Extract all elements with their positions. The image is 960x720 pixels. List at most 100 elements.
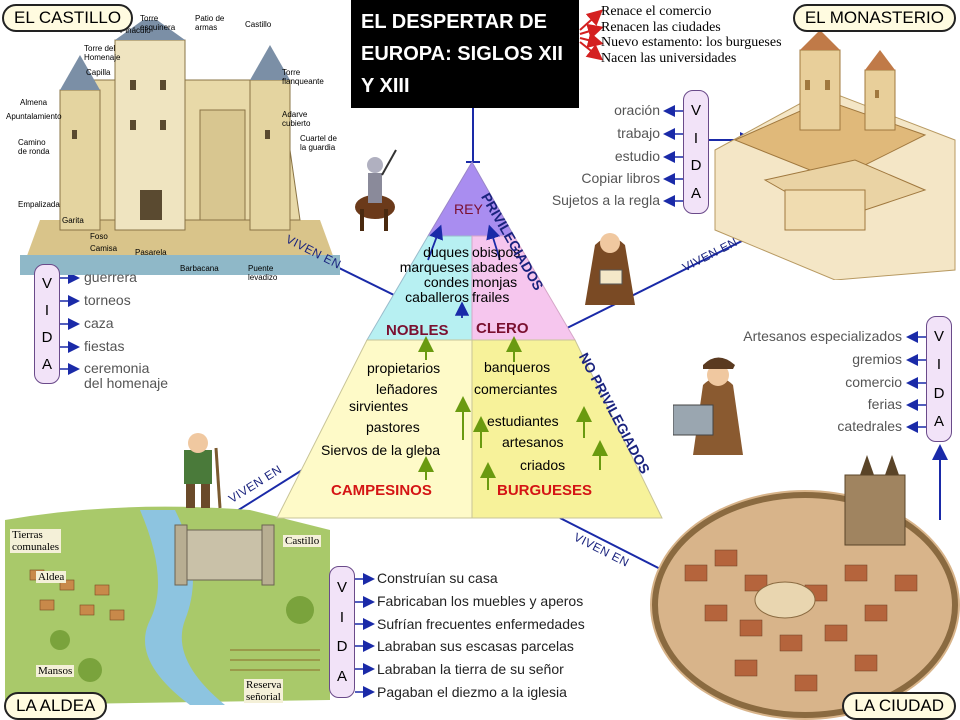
noble-item: marqueses [399,259,469,275]
village-label: Castillo [283,535,322,547]
vida-ciudad: V I D A [926,316,952,442]
vida-monasterio: V I D A [683,90,709,214]
list-item: trabajo [617,125,660,141]
branch-item: Nuevo estamento: los burgueses [601,35,782,50]
vida-letter: V [41,275,52,292]
branch-item: Nacen las universidades [601,50,737,66]
castle-label: Cuartel de la guardia [300,134,337,152]
list-item: Fabricaban los muebles y aperos [377,593,584,609]
castle-label: Castillo [245,20,272,29]
list-item: comercio [845,374,902,390]
vida-letter: A [336,667,347,685]
vida-letter: A [933,412,944,430]
castle-label: Pasarela [135,248,167,257]
list-item: caza [84,315,114,331]
campesino-item: Siervos de la gleba [321,442,441,458]
noble-item: condes [423,274,469,290]
list-item: gremios [852,351,902,367]
vida-letter: D [690,157,702,175]
clero-item: obispos [472,244,521,260]
village-label: Tierras comunales [10,529,62,553]
nobles-label: NOBLES [386,322,449,339]
noble-item: caballeros [405,289,469,305]
vida-aldea: V I D A [329,566,355,698]
castle-label: Camisa [90,244,118,253]
castle-label: Barbacana [180,264,219,273]
list-item: Pagaban el diezmo a la iglesia [377,684,567,700]
list-item: catedrales [837,418,902,434]
scribe-figure [673,357,743,455]
castle-label: Torre del Homenaje [84,44,121,62]
campesino-item: propietarios [367,360,441,376]
list-item: ceremonia [84,360,150,376]
list-item: Sujetos a la regla [551,192,660,208]
castle-illustration [20,20,340,275]
campesino-item: leñadores [376,381,438,397]
clero-item: abades [472,259,518,275]
list-item: Artesanos especializados [743,328,902,344]
campesino-item: pastores [366,419,420,435]
city-illustration [650,455,960,720]
burgues-item: artesanos [502,434,564,450]
clero-item: frailes [472,289,510,305]
noble-item: duques [423,244,469,260]
list-item: fiestas [84,338,125,354]
monastery-illustration [714,30,956,280]
burgueses-label: BURGUESES [497,482,593,499]
burgues-item: comerciantes [474,381,558,397]
nobles-list: duques marqueses condes caballeros [383,245,469,305]
clero-list: obispos abades monjas frailes [472,245,552,305]
castle-label: Pináculo [120,26,151,35]
list-item: guerrera [84,269,137,285]
rey-label: REY [454,201,483,217]
vida-castillo: V I D A [34,264,60,384]
castle-label: Apuntalamiento [6,112,62,121]
vida-letter: A [41,356,52,373]
village-map-illustration [5,506,330,705]
vida-letter: V [933,328,944,346]
peasant-figure [184,433,222,509]
title-branch-list: Renace el comercio Renacen las ciudades … [601,4,782,66]
castle-label: Adarve cubierto [282,110,311,128]
vida-letter: D [41,329,53,346]
pyramid-burgueses [471,339,663,519]
list-item: ferias [867,396,902,412]
list-item: Labraban sus escasas parcelas [377,638,574,654]
castle-label: Camino de ronda [18,138,50,156]
castle-label: Torre flanqueante [282,68,324,86]
vida-letter: A [690,185,701,203]
campesinos-label: CAMPESINOS [331,482,432,499]
list-item: torneos [84,292,131,308]
branch-item: Renace el comercio [601,4,712,19]
clero-item: monjas [472,274,518,290]
list-item: Copiar libros [581,170,660,186]
clero-label: CLERO [476,320,529,337]
list-item: Sufrían frecuentes enfermedades [377,616,585,632]
village-label: Reserva señorial [244,679,284,703]
castle-label: Torre esquinera [140,14,176,32]
burgues-item: banqueros [484,359,551,375]
burgues-item: estudiantes [487,413,559,429]
castle-label: Capilla [86,68,111,77]
list-item: oración [614,102,660,118]
corner-label-castillo: EL CASTILLO [2,4,134,32]
castle-label: Puente levadizo [248,264,278,282]
village-label: Aldea [36,571,67,583]
main-title: EL DESPERTAR DE EUROPA: SIGLOS XII Y XII… [351,0,579,108]
castle-label: Foso [90,232,108,241]
vida-letter: I [339,608,345,626]
vida-letter: V [336,579,347,597]
vida-letter: I [693,129,699,147]
corner-label-aldea: LA ALDEA [4,692,108,720]
knight-figure [355,149,397,231]
vida-letter: D [933,384,945,402]
corner-label-ciudad: LA CIUDAD [842,692,956,720]
vida-letter: I [44,302,50,319]
corner-label-monasterio: EL MONASTERIO [792,4,956,32]
castle-label: Patio de armas [195,14,225,32]
vida-letter: D [336,638,348,656]
village-label: Mansos [36,665,75,677]
list-item: del homenaje [84,375,169,391]
burgues-item: criados [520,457,566,473]
